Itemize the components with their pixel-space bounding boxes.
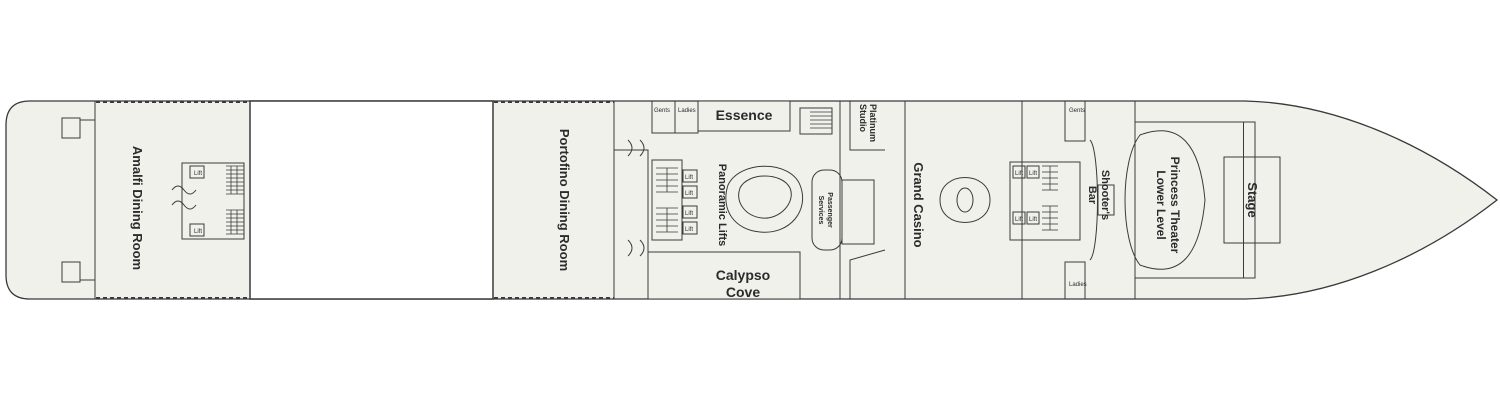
princess-theater-label: Princess Theater Lower Level [1154,157,1182,254]
gents-label: Gents [1069,108,1085,114]
calypso-line-1: Calypso [716,267,770,283]
theater-line-1: Princess Theater [1168,157,1182,254]
platinum-line-2: Studio [858,104,868,132]
stern-area [61,101,96,299]
midship-structure: Gents Ladies Lift Lift Lift Lift [613,100,886,300]
shooters-bar-label: Shooter's Bar [1086,170,1111,220]
lift-label: Lift [685,191,693,197]
grand-casino-label: Grand Casino [911,162,926,247]
gents-label: Gents [654,108,670,114]
amalfi-dining-room-label: Amalfi Dining Room [130,146,145,270]
ladies-label: Ladies [678,108,696,114]
window-lines [96,101,614,299]
lift-label: Lift [685,211,693,217]
lift-label: Lift [1015,217,1023,223]
amalfi-lift-block: Lift Lift [171,162,245,240]
lift-label: Lift [194,171,202,177]
calypso-cove-label: Calypso Cove [716,267,770,300]
calypso-line-2: Cove [726,284,760,300]
lift-label: Lift [685,227,693,233]
lift-label: Lift [685,175,693,181]
platinum-studio-label: Platinum Studio [858,104,878,142]
lift-label: Lift [194,229,202,235]
passenger-line-2: Services [817,196,824,225]
portofino-dining-room-label: Portofino Dining Room [557,129,572,271]
shooters-line-1: Shooter's [1099,170,1111,220]
shooters-line-2: Bar [1086,186,1098,205]
theater-line-2: Lower Level [1154,170,1168,239]
panoramic-lifts-label: Panoramic Lifts [716,164,728,247]
atrium-void [249,100,494,300]
lift-label: Lift [1015,171,1023,177]
essence-label: Essence [716,107,773,123]
lift-label: Lift [1029,171,1037,177]
lift-label: Lift [1029,217,1037,223]
forward-structure: Gents Ladies Lift Lift Lift Lift [904,100,1281,300]
ladies-label: Ladies [1069,282,1087,288]
platinum-line-1: Platinum [868,104,878,142]
stage-label: Stage [1245,182,1260,217]
passenger-line-1: Passenger [826,192,833,228]
passenger-services-label: Passenger Services [817,192,833,228]
